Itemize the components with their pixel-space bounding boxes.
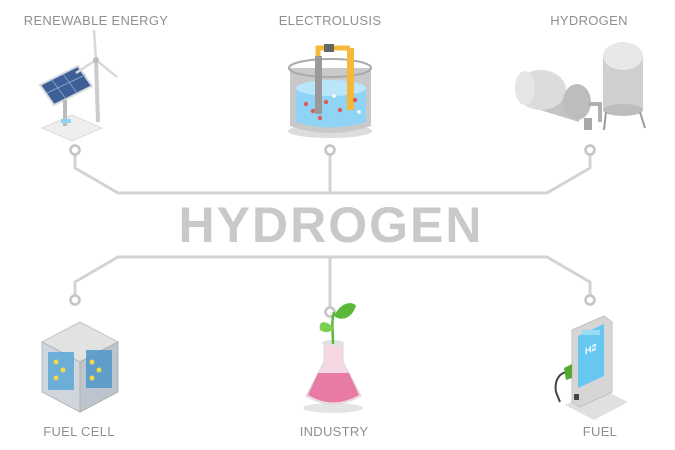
electrolysis-tank-icon [288,44,372,138]
node-label-electrolysis: ELECTROLUSIS [278,13,382,28]
solar-wind-icon [38,29,118,142]
node-dot-renewable [69,144,81,156]
node-dot-hydrogen [584,144,596,156]
node-label-hydrogen: HYDROGEN [550,13,628,28]
hydrogen-fuel-pump-icon [554,315,628,420]
connector-nodes [69,144,596,318]
plant-flask-icon [303,303,363,413]
node-label-fuel: FUEL [582,424,618,439]
connector-hydrogen [476,151,592,195]
connector-fuelcell [73,255,120,299]
node-dot-electrolysis [324,144,336,156]
node-label-industry: INDUSTRY [299,424,369,439]
node-label-fuel-cell: FUEL CELL [43,424,115,439]
fuel-cell-battery-icon [40,321,120,413]
center-title: HYDROGEN [178,197,484,253]
connector-lines [73,151,592,311]
node-dot-fuelcell [69,294,81,306]
hydrogen-storage-tank-icon [515,42,646,131]
connector-renewable [73,151,188,195]
connector-fuel [545,255,592,299]
node-dot-fuel [584,294,596,306]
node-label-renewable-energy: RENEWABLE ENERGY [23,13,169,28]
